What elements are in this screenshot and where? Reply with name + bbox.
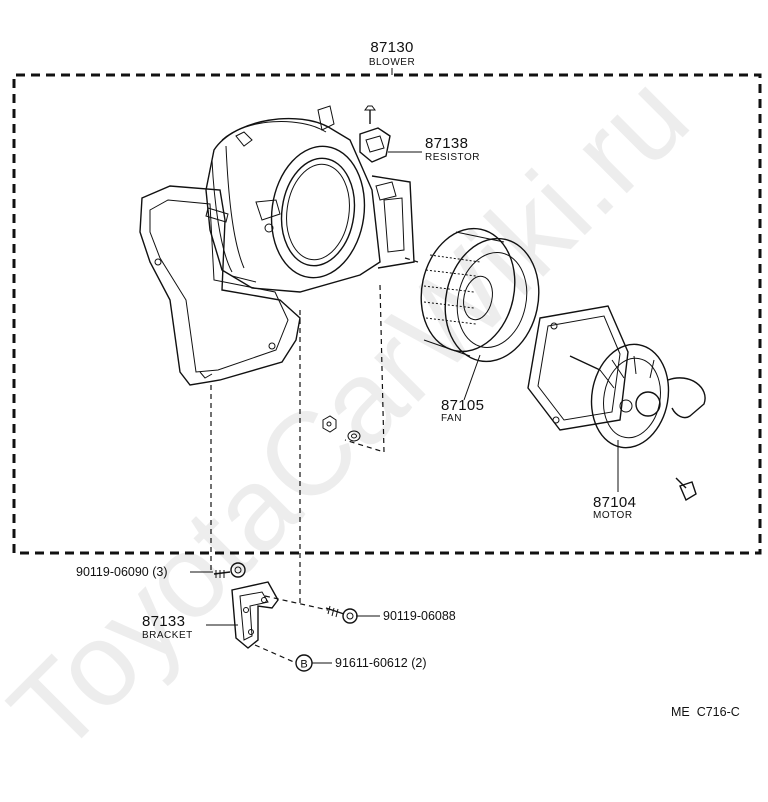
resistor-part-name: RESISTOR (425, 152, 480, 163)
nut-b-label: 91611-60612 (2) (335, 656, 427, 670)
align-line-fan (404, 257, 419, 263)
motor-part-number: 87104 (593, 494, 636, 511)
motor-part (527, 305, 706, 449)
screw-a-part (213, 562, 246, 578)
align-line-right (344, 284, 385, 453)
blower-part-number: 87130 (370, 39, 413, 56)
blower-assembly-frame (12, 73, 762, 555)
blower-case (139, 105, 415, 386)
blower-part-name: BLOWER (369, 57, 415, 68)
resistor-part-number: 87138 (425, 135, 468, 152)
fan-part (420, 227, 540, 363)
screw-b-label: 90119-06088 (383, 609, 456, 623)
nut-b-symbol: B (295, 654, 313, 672)
leader-fan (463, 354, 481, 401)
align-line-nut (254, 644, 297, 664)
bracket-part (231, 581, 279, 649)
small-nuts (322, 415, 361, 442)
bracket-part-name: BRACKET (142, 630, 193, 641)
motor-part-name: MOTOR (593, 510, 633, 521)
motor-screw (675, 477, 697, 502)
fan-part-number: 87105 (441, 397, 484, 414)
bracket-part-number: 87133 (142, 613, 185, 630)
diagram-code: ME C716-C (671, 705, 740, 719)
align-line-screw (264, 595, 329, 611)
fan-part-name: FAN (441, 413, 462, 424)
screw-a-label: 90119-06090 (3) (76, 565, 168, 579)
resistor-part (359, 105, 391, 163)
nut-b-symbol-letter: B (300, 659, 307, 671)
screw-b-part (325, 605, 358, 624)
